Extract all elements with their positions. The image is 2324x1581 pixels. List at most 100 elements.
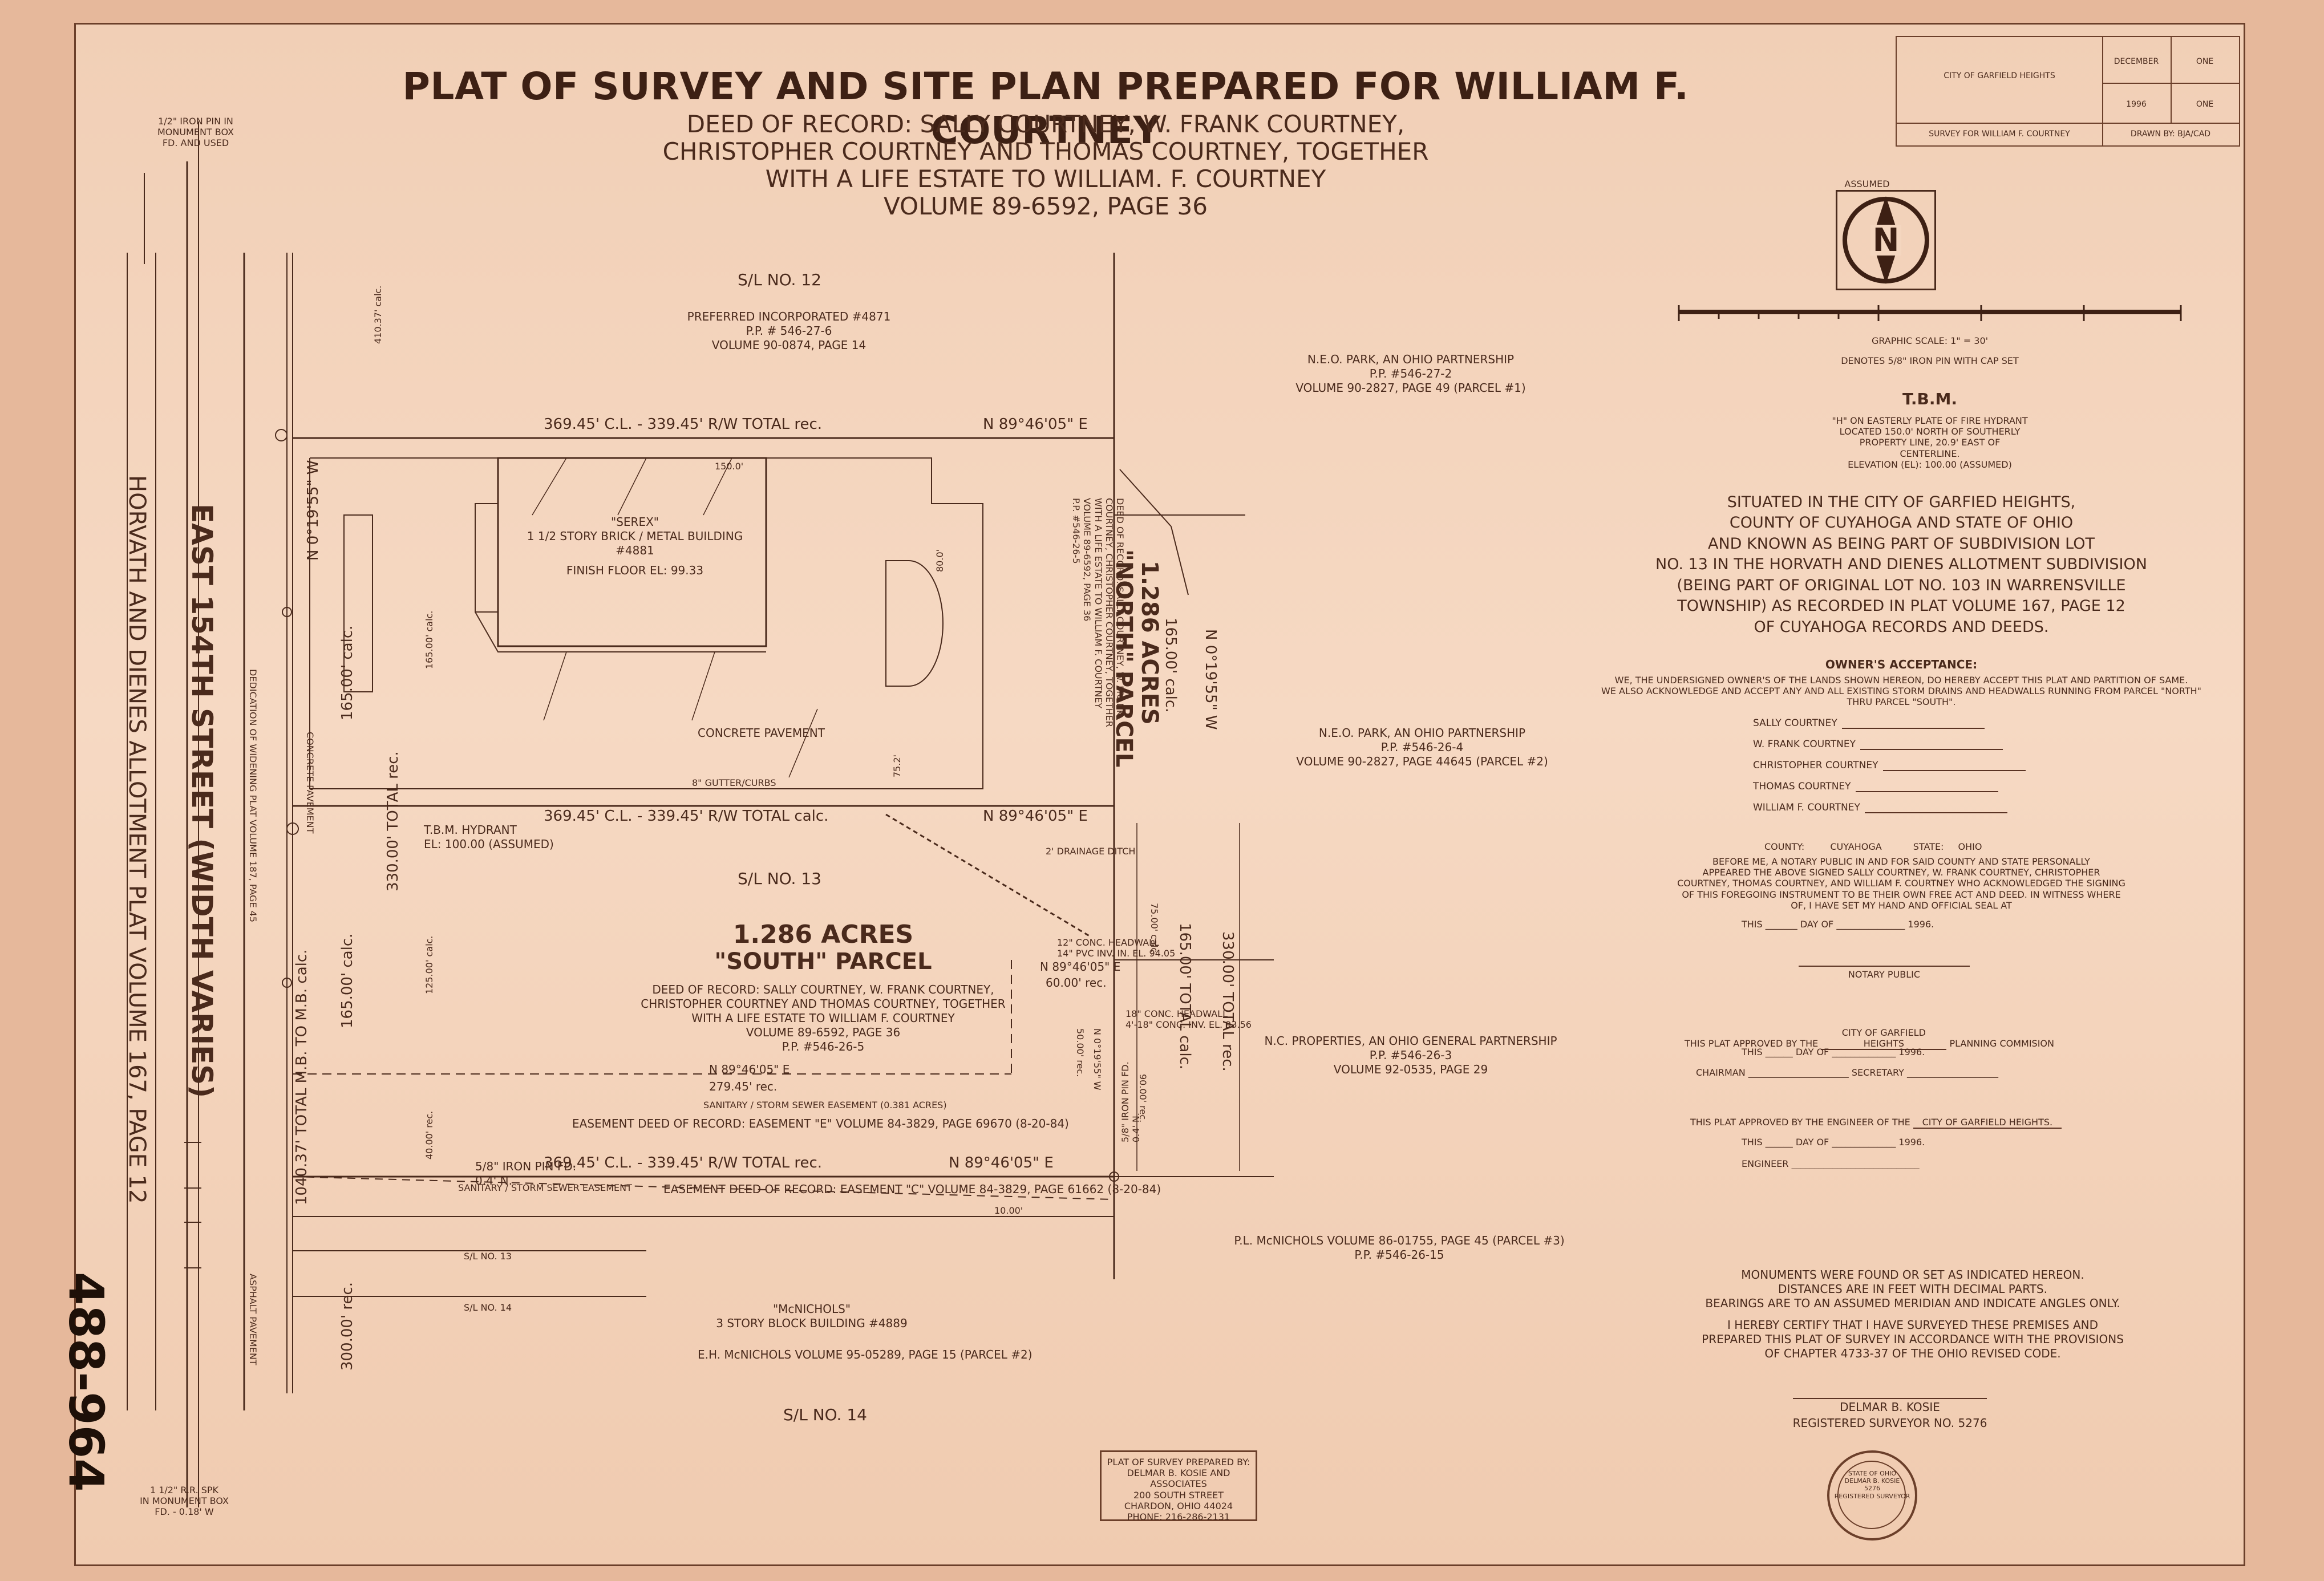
graphic-scale-label: GRAPHIC SCALE: 1" = 30' <box>1871 335 1989 346</box>
dim-330-total-west: 330.00' TOTAL rec. <box>384 751 402 891</box>
approval-engineer: THIS PLAT APPROVED BY THE ENGINEER OF TH… <box>1690 1117 2204 1129</box>
approval-planning-day: THIS ______ DAY OF ______________ 1996. <box>1742 1047 1925 1057</box>
deed-line-2: CHRISTOPHER COURTNEY AND THOMAS COURTNEY… <box>662 137 1429 165</box>
dim-bearing-east: N 0°19'55" W <box>1202 629 1219 730</box>
notary-this-day: THIS _______ DAY OF _______________ 1996… <box>1742 919 1934 930</box>
easement-c-note: EASEMENT DEED OF RECORD: EASEMENT "C" VO… <box>663 1182 1161 1196</box>
dim-middle-line: 369.45' C.L. - 339.45' R/W TOTAL calc. <box>544 808 829 825</box>
north-parcel-deed: DEED OF RECORD: SALLY COURTNEY, W. FRANK… <box>1071 498 1125 727</box>
deed-line-4: VOLUME 89-6592, PAGE 36 <box>884 192 1208 220</box>
certification-note: I HEREBY CERTIFY THAT I HAVE SURVEYED TH… <box>1702 1318 2124 1360</box>
title-block-drawn-by: DRAWN BY: BJA/CAD <box>2130 129 2211 139</box>
north-arrow-icon: N <box>1836 190 1936 290</box>
title-block-survey-for: SURVEY FOR WILLIAM F. COURTNEY <box>1929 129 2070 139</box>
dim-300-rec: 300.00' rec. <box>339 1282 356 1371</box>
dim-330-total-east: 330.00' TOTAL rec. <box>1219 931 1236 1072</box>
mcnichols-building: "McNICHOLS"3 STORY BLOCK BUILDING #4889 <box>716 1302 908 1330</box>
sanitary-easement-note: SANITARY / STORM SEWER EASEMENT (0.381 A… <box>703 1100 947 1110</box>
signature-w-frank[interactable]: W. FRANK COURTNEY <box>1753 739 2003 750</box>
dim-165-east: 165.00' calc. <box>1162 618 1179 713</box>
bearing-middle-line: N 89°46'05" E <box>983 808 1088 825</box>
dim-10: 10.00' <box>994 1205 1023 1216</box>
dim-279-rec: 279.45' rec. <box>709 1080 778 1093</box>
surveyor-name: DELMAR B. KOSIE <box>1840 1400 1940 1414</box>
graphic-scale-bar <box>1678 305 2182 321</box>
dim-165-inner: 165.00' calc. <box>424 610 435 669</box>
surveyor-registration: REGISTERED SURVEYOR NO. 5276 <box>1792 1416 1987 1430</box>
dim-410-calc: 410.37' calc. <box>373 285 383 344</box>
approval-planning: THIS PLAT APPROVED BY THE CITY OF GARFIE… <box>1685 1027 2198 1051</box>
finish-floor-elevation: FINISH FLOOR EL: 99.33 <box>566 564 704 577</box>
dim-40-rec: 40.00' rec. <box>424 1110 435 1160</box>
south-parcel-acres: 1.286 ACRES <box>732 920 914 949</box>
dim-165-calc-a: 165.00' calc. <box>339 625 356 720</box>
signature-christopher[interactable]: CHRISTOPHER COURTNEY <box>1753 760 2026 771</box>
approval-engineer-day: THIS ______ DAY OF ______________ 1996. <box>1742 1137 1925 1148</box>
signature-sally[interactable]: SALLY COURTNEY <box>1753 717 1985 729</box>
signature-thomas[interactable]: THOMAS COURTNEY <box>1753 781 1998 792</box>
serex-building-label: "SEREX"1 1/2 STORY BRICK / METAL BUILDIN… <box>527 515 743 557</box>
dim-60-rec: 60.00' rec. <box>1046 976 1107 990</box>
dim-bearing-west: N 0°19'55" W <box>305 460 322 561</box>
title-block-sheet-b: ONE <box>2196 100 2214 109</box>
bearing-easement-line: N 89°46'05" E <box>709 1063 790 1076</box>
gutter-curbs-label: 8" GUTTER/CURBS <box>692 777 776 788</box>
notary-public-label: NOTARY PUBLIC <box>1848 969 1921 980</box>
title-block-year: 1996 <box>2126 100 2147 109</box>
deed-line-1: DEED OF RECORD: SALLY COURTNEY, W. FRANK… <box>686 110 1405 138</box>
plat-linework <box>127 121 1274 1507</box>
south-parcel-deed: DEED OF RECORD: SALLY COURTNEY, W. FRANK… <box>641 983 1006 1053</box>
sublot-12-label: S/L NO. 12 <box>738 270 821 289</box>
sublot-13-south-label: S/L NO. 13 <box>464 1251 512 1262</box>
street-dedication: DEDICATION OF WIDENING PLAT VOLUME 187, … <box>248 669 258 923</box>
notary-text: BEFORE ME, A NOTARY PUBLIC IN AND FOR SA… <box>1677 856 2125 911</box>
street-asphalt-pavement: ASPHALT PAVEMENT <box>248 1274 258 1365</box>
dim-50-rec: 50.00' rec. <box>1075 1028 1086 1077</box>
nc-properties-owner: N.C. PROPERTIES, AN OHIO GENERAL PARTNER… <box>1264 1034 1557 1076</box>
bearing-south-line: N 89°46'05" E <box>949 1154 1054 1171</box>
dim-75-calc: 75.00' calc. <box>1149 903 1160 956</box>
bearing-north-line: N 89°46'05" E <box>983 416 1088 433</box>
sublot-13-label: S/L NO. 13 <box>738 869 821 888</box>
dim-south-line: 369.45' C.L. - 339.45' R/W TOTAL rec. <box>544 1154 823 1171</box>
sublot-14-south-label: S/L NO. 14 <box>464 1302 512 1313</box>
pl-mcnichols-owner: P.L. McNICHOLS VOLUME 86-01755, PAGE 45 … <box>1234 1234 1565 1262</box>
approval-planning-chair: CHAIRMAN ______________________ SECRETAR… <box>1696 1067 1998 1078</box>
dim-165-calc-b: 165.00' calc. <box>339 933 356 1028</box>
title-block-city: CITY OF GARFIELD HEIGHTS <box>1944 71 2055 80</box>
title-block-month: DECEMBER <box>2114 57 2159 66</box>
north-parcel-acres: 1.286 ACRES <box>1136 561 1163 725</box>
eh-mcnichols-owner: E.H. McNICHOLS VOLUME 95-05289, PAGE 15 … <box>698 1348 1033 1361</box>
signature-william[interactable]: WILLIAM F. COURTNEY <box>1753 802 2007 813</box>
north-letter: N <box>1873 222 1900 259</box>
drainage-ditch-label: 2' DRAINAGE DITCH <box>1046 846 1136 857</box>
plat-title: PLAT OF SURVEY AND SITE PLAN PREPARED FO… <box>402 64 1689 152</box>
owners-text: WE, THE UNDERSIGNED OWNER'S OF THE LANDS… <box>1601 675 2201 708</box>
plat-sheet: PLAT OF SURVEY AND SITE PLAN PREPARED FO… <box>74 23 2245 1566</box>
street-name: EAST 154TH STREET (WIDTH VARIES) <box>185 504 218 1098</box>
north-assumed-label: ASSUMED <box>1844 179 1890 189</box>
prepared-by-box: PLAT OF SURVEY PREPARED BY:DELMAR B. KOS… <box>1100 1450 1257 1522</box>
title-block: CITY OF GARFIELD HEIGHTS DECEMBER ONE 19… <box>1896 36 2240 147</box>
dim-75-2: 75.2' <box>892 754 902 777</box>
street-concrete-pavement: CONCRETE PAVEMENT <box>305 732 315 834</box>
dim-bearing-short: N 0°19'55" W <box>1092 1028 1103 1091</box>
drawing-stamp-number: 488-964 <box>58 1272 114 1492</box>
dim-north-line: 369.45' C.L. - 339.45' R/W TOTAL rec. <box>544 416 823 433</box>
concrete-pavement-label: CONCRETE PAVEMENT <box>698 726 825 740</box>
iron-pin-west-note: 5/8" IRON PIN FD.0.4' N. <box>475 1160 577 1187</box>
tbm-heading: T.B.M. <box>1902 390 1957 408</box>
dim-80: 80.0' <box>934 549 945 572</box>
notary-county-state: COUNTY: CUYAHOGA STATE: OHIO <box>1764 841 1982 852</box>
dim-1040-total: 1040.37' TOTAL M.B. TO M.B. calc. <box>293 949 310 1205</box>
bearing-short-line: N 89°46'05" E <box>1040 960 1121 974</box>
